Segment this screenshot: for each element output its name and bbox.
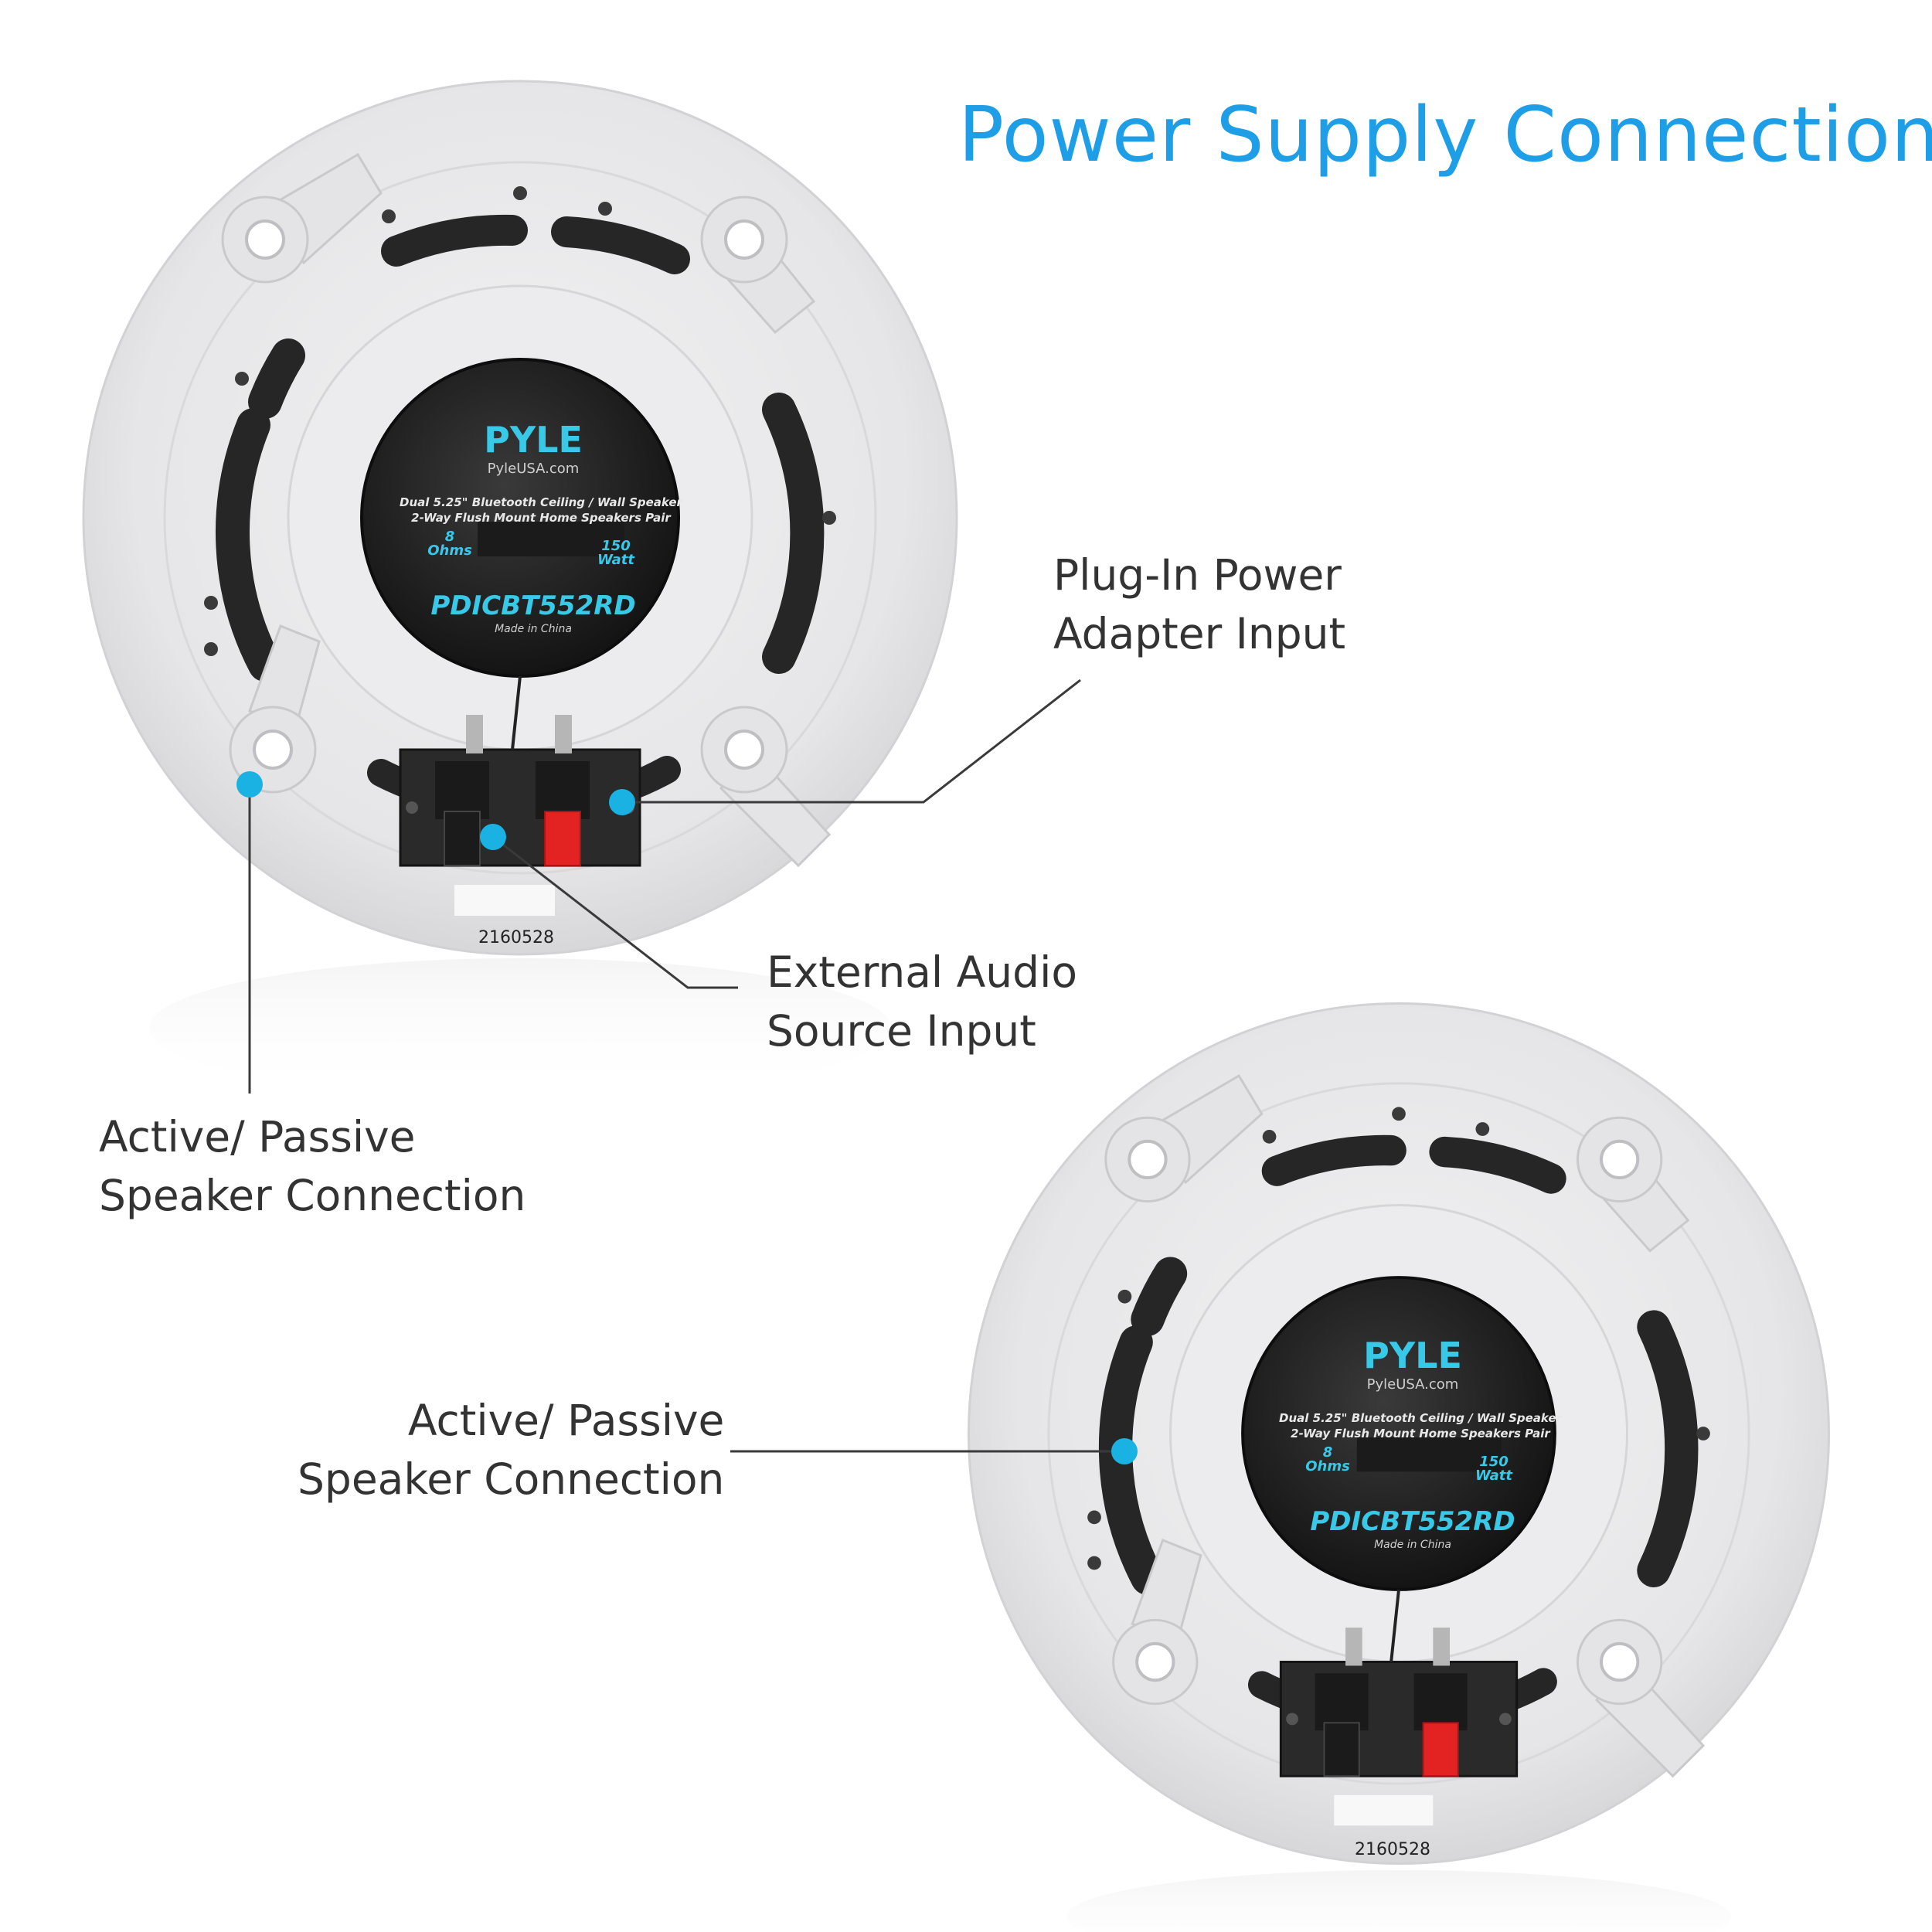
model-number: PDICBT552RD: [430, 590, 635, 621]
label-active-passive-top: Active/ Passive Speaker Connection: [99, 1107, 526, 1225]
leader-line-plug-in: [622, 679, 1081, 804]
description-line-2: 2-Way Flush Mount Home Speakers Pair: [411, 511, 672, 525]
label-line: External Audio: [767, 947, 1077, 997]
origin-text: Made in China: [495, 623, 572, 635]
label-line: Adapter Input: [1053, 609, 1346, 658]
origin-text: Made in China: [1374, 1539, 1451, 1551]
watt-unit: Watt: [597, 552, 635, 568]
description-line-1: Dual 5.25" Bluetooth Ceiling / Wall Spea…: [400, 495, 683, 509]
label-line: Plug-In Power: [1053, 550, 1342, 600]
callout-dot: [609, 789, 635, 815]
description-line-1: Dual 5.25" Bluetooth Ceiling / Wall Spea…: [1279, 1411, 1563, 1425]
brand-logo: PYLE: [484, 419, 583, 461]
label-external-audio: External Audio Source Input: [767, 943, 1077, 1060]
watt-value: 150: [1479, 1454, 1509, 1470]
model-number: PDICBT552RD: [1310, 1506, 1515, 1537]
callout-dot: [1111, 1438, 1138, 1464]
website-text: PyleUSA.com: [488, 461, 580, 477]
label-line: Source Input: [767, 1006, 1036, 1056]
ohms-value: 8: [445, 529, 455, 545]
brand-logo: PYLE: [1363, 1335, 1462, 1376]
leader-line-external-audio: [492, 835, 738, 989]
label-line: Active/ Passive: [99, 1112, 416, 1162]
label-line: Active/ Passive: [407, 1396, 725, 1445]
label-plug-in-power: Plug-In Power Adapter Input: [1053, 546, 1345, 663]
watt-unit: Watt: [1475, 1468, 1513, 1484]
ohms-unit: Ohms: [1305, 1458, 1350, 1475]
serial-number: 2160528: [478, 928, 554, 947]
label-line: Speaker Connection: [298, 1454, 725, 1504]
ohms-value: 8: [1323, 1444, 1333, 1461]
magnet-label-bottom: PYLE PyleUSA.com Dual 5.25" Bluetooth Ce…: [1279, 1335, 1563, 1859]
watt-value: 150: [601, 538, 631, 554]
callout-dot: [236, 771, 263, 798]
description-line-2: 2-Way Flush Mount Home Speakers Pair: [1291, 1427, 1551, 1440]
page-title: Power Supply Connections: [958, 91, 1932, 179]
label-line: Speaker Connection: [99, 1171, 526, 1220]
speaker-reflection: [149, 958, 891, 1097]
magnet-label-top: PYLE PyleUSA.com Dual 5.25" Bluetooth Ce…: [400, 419, 683, 947]
speaker-reflection: [1066, 1870, 1731, 1932]
ohms-unit: Ohms: [427, 543, 472, 559]
serial-number: 2160528: [1355, 1840, 1430, 1859]
website-text: PyleUSA.com: [1367, 1376, 1459, 1393]
label-active-passive-bottom: Active/ Passive Speaker Connection: [298, 1391, 724, 1509]
callout-dot: [480, 824, 506, 850]
